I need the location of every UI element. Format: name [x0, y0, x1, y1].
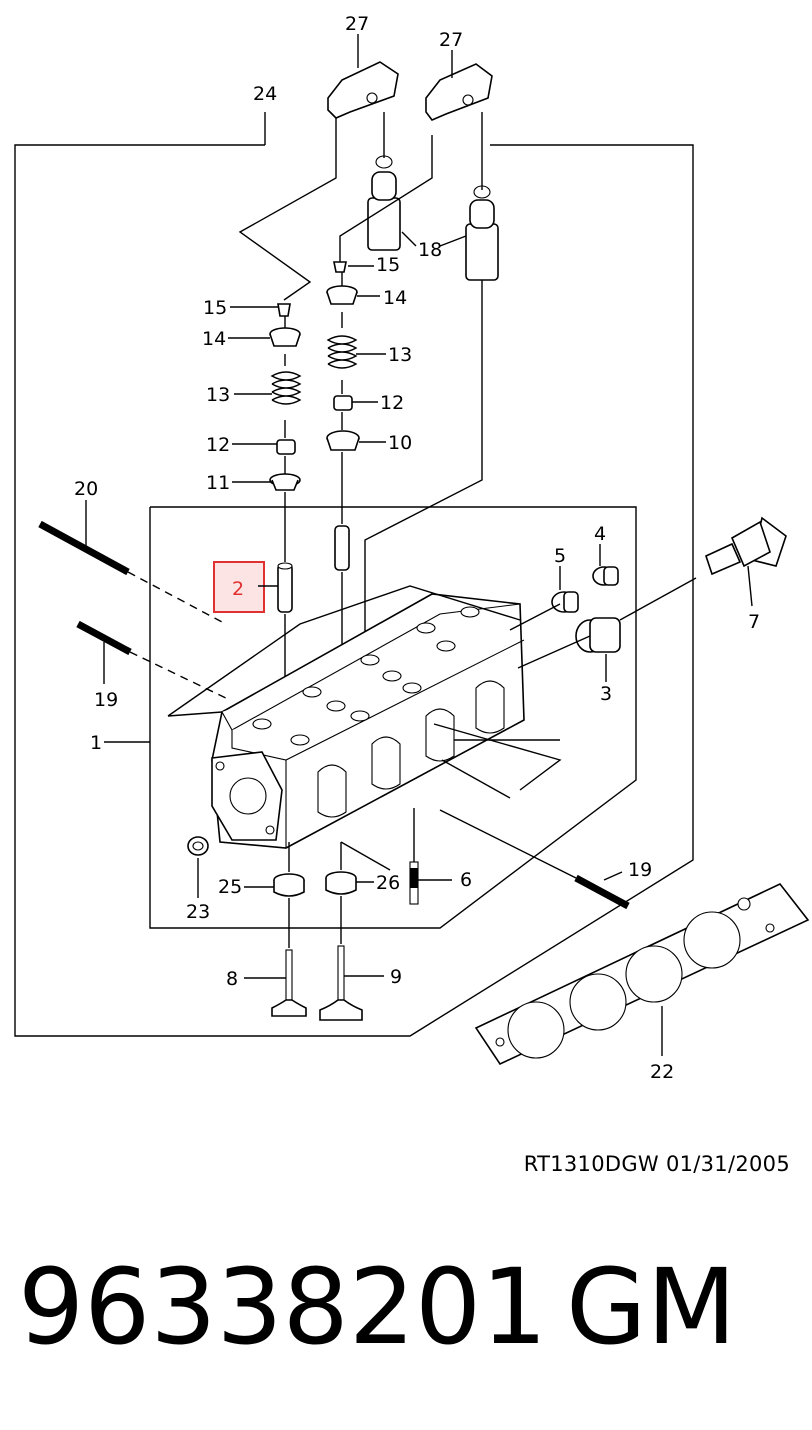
inner-frame	[149, 506, 637, 929]
cap-part-3	[575, 617, 621, 653]
label-20: 20	[74, 478, 98, 500]
valve-intake	[271, 949, 307, 1017]
valve-seat-26	[325, 871, 357, 895]
head-bolt-short-right	[439, 809, 630, 910]
temperature-sensor	[705, 516, 787, 576]
label-2-highlighted: 2	[232, 578, 244, 600]
valve-seat-25	[273, 873, 305, 897]
label-3: 3	[600, 683, 612, 705]
label-1: 1	[90, 732, 102, 754]
valve-train-left	[269, 303, 302, 562]
label-26: 26	[376, 872, 400, 894]
cylinder-head-exploded-diagram: 27 27 24 18 15 15 14 14 13 13 12 12 11 1…	[14, 13, 810, 1083]
rocker-arm-left	[327, 61, 399, 132]
label-12-left: 12	[206, 434, 230, 456]
valve-exhaust	[319, 945, 363, 1021]
valve-guide-left	[277, 562, 293, 720]
head-bolt-short-left	[76, 620, 231, 701]
callout-labels: 27 27 24 18 15 15 14 14 13 13 12 12 11 1…	[74, 13, 760, 1083]
label-15-right: 15	[376, 254, 400, 276]
hydraulic-lifter-right	[465, 185, 499, 281]
label-9: 9	[390, 966, 402, 988]
label-25: 25	[218, 876, 242, 898]
label-27-left: 27	[345, 13, 369, 35]
label-23: 23	[186, 901, 210, 923]
valve-train-right	[326, 261, 360, 720]
plug-23	[187, 836, 209, 856]
hydraulic-lifter-left	[367, 155, 401, 251]
seal-part-5	[551, 591, 579, 613]
label-7: 7	[748, 611, 760, 633]
dowel-pin	[409, 861, 419, 905]
outer-frame	[14, 112, 694, 1037]
label-27-right: 27	[439, 29, 463, 51]
label-10: 10	[388, 432, 412, 454]
label-13-left: 13	[206, 384, 230, 406]
seal-part-4	[592, 566, 619, 586]
label-24: 24	[253, 83, 277, 105]
label-19-left: 19	[94, 689, 118, 711]
label-4: 4	[594, 523, 606, 545]
label-18: 18	[418, 239, 442, 261]
label-8: 8	[226, 968, 238, 990]
cylinder-head-block	[211, 593, 525, 849]
label-22: 22	[650, 1061, 674, 1083]
label-5: 5	[554, 545, 566, 567]
label-13-right: 13	[388, 344, 412, 366]
label-6: 6	[460, 869, 472, 891]
label-12-right: 12	[380, 392, 404, 414]
label-15-left: 15	[203, 297, 227, 319]
rocker-arm-right	[425, 63, 493, 121]
head-bolt-long	[38, 520, 223, 623]
head-gasket	[474, 883, 810, 1066]
label-11: 11	[206, 472, 230, 494]
highlight-box-part-2	[213, 561, 265, 613]
brand-name: GM	[566, 1246, 737, 1368]
diagram-reference-code: RT1310DGW 01/31/2005	[523, 1152, 790, 1176]
label-14-left: 14	[202, 328, 226, 350]
part-info-bar: 96338201 GM	[18, 1255, 798, 1375]
label-14-right: 14	[383, 287, 407, 309]
label-19-right: 19	[628, 859, 652, 881]
part-number: 96338201	[18, 1246, 548, 1368]
